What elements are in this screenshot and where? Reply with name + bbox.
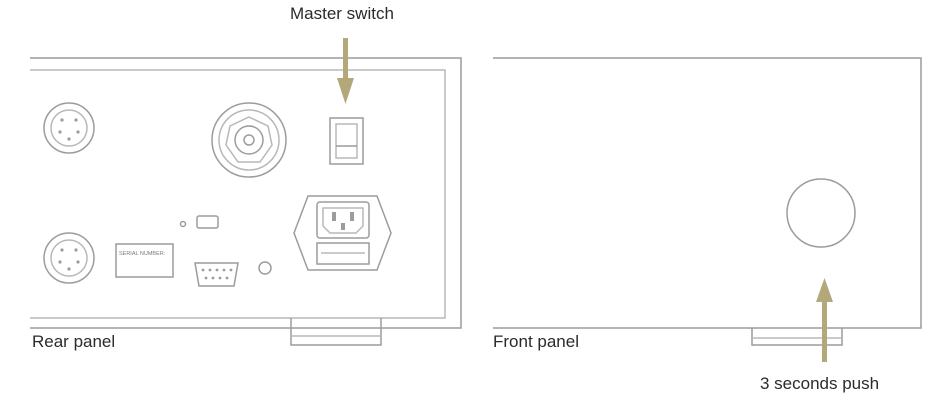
ground-terminal — [258, 261, 272, 275]
serial-number-label: SERIAL NUMBER: — [119, 251, 166, 257]
rear-chassis-inner — [30, 69, 446, 319]
serial-number-plate — [115, 243, 174, 278]
rear-foot — [290, 318, 382, 346]
arrow-down-icon — [337, 38, 354, 104]
master-switch[interactable] — [329, 117, 364, 165]
front-panel — [493, 57, 922, 346]
push-hint-label: 3 seconds push — [760, 374, 880, 393]
power-button[interactable] — [786, 178, 856, 248]
front-panel-label: Front panel — [493, 332, 579, 351]
service-port — [196, 215, 219, 229]
arrow-up-icon — [816, 278, 833, 362]
rear-panel — [30, 57, 462, 346]
bnc-connector — [211, 102, 287, 178]
xlr-connector-bottom — [43, 232, 95, 284]
rear-chassis-outline — [30, 57, 462, 329]
rear-panel-label: Rear panel — [32, 332, 116, 351]
indicator-led — [179, 220, 187, 228]
front-foot — [751, 328, 843, 346]
master-switch-label: Master switch — [290, 4, 394, 23]
power-inlet — [293, 195, 392, 271]
xlr-connector-top — [43, 102, 95, 154]
front-chassis-outline — [493, 57, 922, 329]
db9-connector — [194, 262, 239, 287]
